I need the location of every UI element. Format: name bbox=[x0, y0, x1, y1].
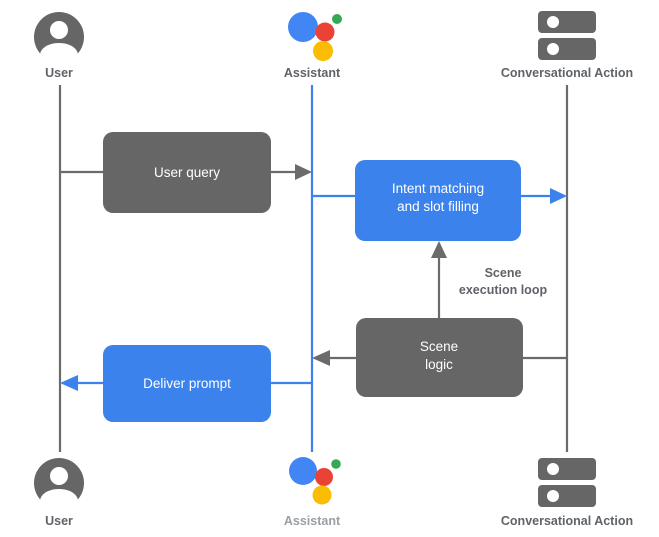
actor-label-assistant-top: Assistant bbox=[284, 66, 341, 80]
actor-user-bottom: User bbox=[34, 458, 84, 528]
server-icon bbox=[538, 458, 596, 507]
step-user-query: User query bbox=[60, 132, 312, 213]
box-intent-matching[interactable] bbox=[355, 160, 521, 241]
arrowhead-deliver-prompt bbox=[60, 375, 78, 391]
arrowhead-user-query bbox=[295, 164, 312, 180]
user-avatar-icon bbox=[34, 12, 84, 62]
actor-conversational-action-bottom: Conversational Action bbox=[501, 458, 633, 528]
annotation-scene-execution-loop-line2: execution loop bbox=[459, 283, 548, 297]
actor-label-conversational-action-top: Conversational Action bbox=[501, 66, 633, 80]
actor-label-conversational-action-bottom: Conversational Action bbox=[501, 514, 633, 528]
box-label-deliver-prompt: Deliver prompt bbox=[143, 376, 231, 391]
actor-label-assistant-bottom: Assistant bbox=[284, 514, 341, 528]
google-assistant-icon bbox=[289, 457, 341, 505]
server-icon bbox=[538, 11, 596, 60]
box-user-query[interactable] bbox=[103, 132, 271, 213]
actor-label-user-top: User bbox=[45, 66, 73, 80]
annotation-scene-execution-loop-line1: Scene bbox=[485, 266, 522, 280]
box-label-intent-matching-line1: Intent matching bbox=[392, 181, 484, 196]
box-label-scene-logic-line2: logic bbox=[425, 357, 453, 372]
box-label-scene-logic-line1: Scene bbox=[420, 339, 458, 354]
arrowhead-scene-logic bbox=[312, 350, 330, 366]
step-deliver-prompt: Deliver prompt bbox=[60, 345, 312, 422]
actor-assistant-bottom: Assistant bbox=[284, 457, 341, 528]
actor-label-user-bottom: User bbox=[45, 514, 73, 528]
arrowhead-intent-matching bbox=[550, 188, 567, 204]
box-label-user-query: User query bbox=[154, 165, 220, 180]
actor-user-top: User bbox=[34, 12, 84, 80]
box-deliver-prompt[interactable] bbox=[103, 345, 271, 422]
step-intent-matching: Intent matching and slot filling bbox=[312, 160, 567, 241]
scene-execution-loop: Scene execution loop bbox=[431, 241, 547, 318]
arrowhead-scene-execution-loop bbox=[431, 241, 447, 258]
actor-conversational-action-top: Conversational Action bbox=[501, 11, 633, 80]
step-scene-logic: Scene logic bbox=[312, 318, 567, 397]
box-label-intent-matching-line2: and slot filling bbox=[397, 199, 479, 214]
actor-assistant-top: Assistant bbox=[284, 12, 342, 80]
box-scene-logic[interactable] bbox=[356, 318, 523, 397]
google-assistant-icon bbox=[288, 12, 342, 61]
user-avatar-icon bbox=[34, 458, 84, 508]
